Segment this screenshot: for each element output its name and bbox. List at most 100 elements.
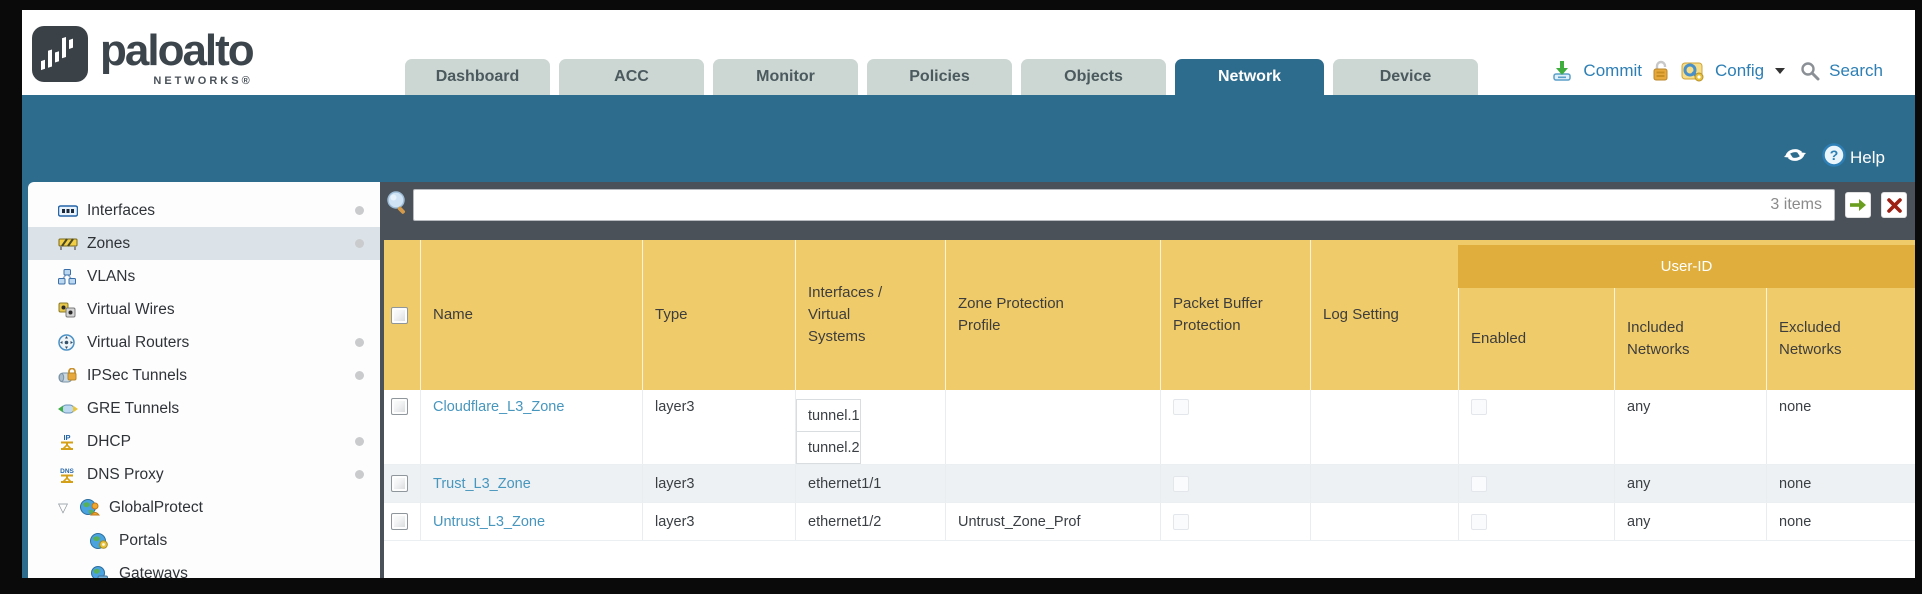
zone-protection-profile <box>945 465 1160 502</box>
zone-type: layer3 <box>642 390 795 464</box>
tab-objects[interactable]: Objects <box>1021 59 1166 95</box>
user-id-enabled-checkbox <box>1471 475 1487 492</box>
tab-dashboard[interactable]: Dashboard <box>405 59 550 95</box>
sidebar-item-vlans[interactable]: VLANs <box>28 260 380 293</box>
row-checkbox[interactable] <box>391 398 408 415</box>
filter-search-icon <box>385 190 409 221</box>
vlans-icon <box>58 268 80 286</box>
packet-buffer-protection-checkbox <box>1173 475 1189 492</box>
clear-filter-button[interactable] <box>1881 192 1907 218</box>
sidebar-item-gateways[interactable]: Gateways <box>28 557 380 578</box>
gre-tunnels-icon <box>58 400 80 418</box>
zones-table: Name Type Interfaces / Virtual Systems Z… <box>384 240 1915 578</box>
commit-button[interactable]: Commit <box>1583 61 1642 80</box>
help-link[interactable]: Help <box>1850 147 1885 167</box>
tab-policies[interactable]: Policies <box>867 59 1012 95</box>
status-dot <box>355 371 364 380</box>
col-header-log-setting[interactable]: Log Setting <box>1310 240 1458 390</box>
zone-protection-profile <box>945 390 1160 464</box>
status-dot <box>355 239 364 248</box>
sidebar-item-interfaces[interactable]: Interfaces <box>28 194 380 227</box>
search-button[interactable]: Search <box>1829 61 1883 80</box>
sidebar-item-portals[interactable]: Portals <box>28 524 380 557</box>
sidebar-item-virtual-wires[interactable]: Virtual Wires <box>28 293 380 326</box>
tab-network[interactable]: Network <box>1175 59 1324 95</box>
expand-caret-icon[interactable]: ▽ <box>58 499 68 515</box>
col-header-packet-buffer-protection[interactable]: Packet Buffer Protection <box>1160 240 1310 390</box>
zone-name-link[interactable]: Cloudflare_L3_Zone <box>433 399 565 415</box>
content-area: Interfaces Zones VLANs Vir <box>22 182 1915 578</box>
virtual-routers-icon <box>58 334 80 352</box>
col-header-excluded-networks[interactable]: Excluded Networks <box>1766 288 1915 390</box>
zone-name-link[interactable]: Trust_L3_Zone <box>433 475 531 492</box>
interfaces-icon <box>58 202 80 220</box>
tab-device[interactable]: Device <box>1333 59 1478 95</box>
config-menu-button[interactable]: Config <box>1714 61 1765 80</box>
log-setting <box>1310 503 1458 540</box>
row-checkbox[interactable] <box>391 513 408 530</box>
excluded-networks: none <box>1766 503 1915 540</box>
sidebar-item-dns-proxy[interactable]: DNS DNS Proxy <box>28 458 380 491</box>
excluded-networks: none <box>1766 390 1915 464</box>
zone-type: layer3 <box>642 465 795 502</box>
config-icon <box>1680 59 1706 83</box>
sidebar-item-virtual-routers[interactable]: Virtual Routers <box>28 326 380 359</box>
portals-icon <box>90 532 112 550</box>
col-header-enabled[interactable]: Enabled <box>1458 288 1614 390</box>
sidebar-item-gre-tunnels[interactable]: GRE Tunnels <box>28 392 380 425</box>
col-header-interfaces[interactable]: Interfaces / Virtual Systems <box>795 240 945 390</box>
sidebar-item-globalprotect[interactable]: ▽ GlobalProtect <box>58 498 203 516</box>
virtual-wires-icon <box>58 301 80 319</box>
packet-buffer-protection-checkbox <box>1173 513 1189 530</box>
row-checkbox[interactable] <box>391 475 408 492</box>
table-row: Trust_L3_Zone layer3 ethernet1/1 any non… <box>384 465 1915 503</box>
included-networks: any <box>1614 390 1766 464</box>
logo-text: paloalto <box>100 26 255 75</box>
col-header-type[interactable]: Type <box>642 240 795 390</box>
main-nav-tabs: Dashboard ACC Monitor Policies Objects N… <box>405 59 1487 95</box>
zone-name-link[interactable]: Untrust_L3_Zone <box>433 513 546 530</box>
sidebar-item-ipsec-tunnels[interactable]: IPSec Tunnels <box>28 359 380 392</box>
log-setting <box>1310 465 1458 502</box>
zones-icon <box>58 235 80 253</box>
sidebar-item-dhcp[interactable]: IP DHCP <box>28 425 380 458</box>
user-id-group-header: User-ID <box>1458 245 1915 288</box>
zone-protection-profile: Untrust_Zone_Prof <box>945 503 1160 540</box>
green-arrow-icon <box>1850 199 1866 211</box>
interface-cell: ethernet1/2 <box>795 503 945 540</box>
network-sidebar: Interfaces Zones VLANs Vir <box>28 182 380 578</box>
help-icon[interactable]: ? <box>1822 143 1846 172</box>
sidebar-item-zones[interactable]: Zones <box>28 227 380 260</box>
interface-cell: tunnel.2 <box>796 431 861 464</box>
included-networks: any <box>1614 465 1766 502</box>
paloalto-logo-icon <box>32 26 88 82</box>
firewall-web-ui: paloalto NETWORKS® Dashboard ACC Monitor… <box>22 10 1915 578</box>
col-header-name[interactable]: Name <box>420 240 642 390</box>
svg-text:?: ? <box>1830 147 1839 163</box>
logo-subtext: NETWORKS® <box>153 75 253 87</box>
svg-text:IP: IP <box>63 433 70 442</box>
lock-icon[interactable] <box>1651 60 1671 82</box>
refresh-icon[interactable] <box>1782 144 1808 171</box>
zone-type: layer3 <box>642 503 795 540</box>
table-row: Cloudflare_L3_Zone layer3 tunnel.1 tunne… <box>384 390 1915 465</box>
included-networks: any <box>1614 503 1766 540</box>
interface-cell: tunnel.1 <box>796 399 861 432</box>
col-header-zone-protection-profile[interactable]: Zone Protection Profile <box>945 240 1160 390</box>
select-all-checkbox[interactable] <box>391 306 408 324</box>
filter-input[interactable]: 3 items <box>413 189 1835 221</box>
page-header-band: ? Help <box>22 95 1915 182</box>
commit-icon <box>1550 60 1574 82</box>
top-action-bar: Commit Config <box>1550 59 1883 83</box>
ipsec-tunnels-icon <box>58 367 80 385</box>
red-x-icon <box>1886 197 1902 213</box>
config-dropdown-caret[interactable] <box>1775 68 1786 74</box>
table-row: Untrust_L3_Zone layer3 ethernet1/2 Untru… <box>384 503 1915 541</box>
apply-filter-button[interactable] <box>1845 192 1871 218</box>
status-dot <box>355 470 364 479</box>
zones-pane: 3 items Name Type Interfaces / Vir <box>380 182 1915 578</box>
tab-monitor[interactable]: Monitor <box>713 59 858 95</box>
tab-acc[interactable]: ACC <box>559 59 704 95</box>
col-header-included-networks[interactable]: Included Networks <box>1614 288 1766 390</box>
excluded-networks: none <box>1766 465 1915 502</box>
